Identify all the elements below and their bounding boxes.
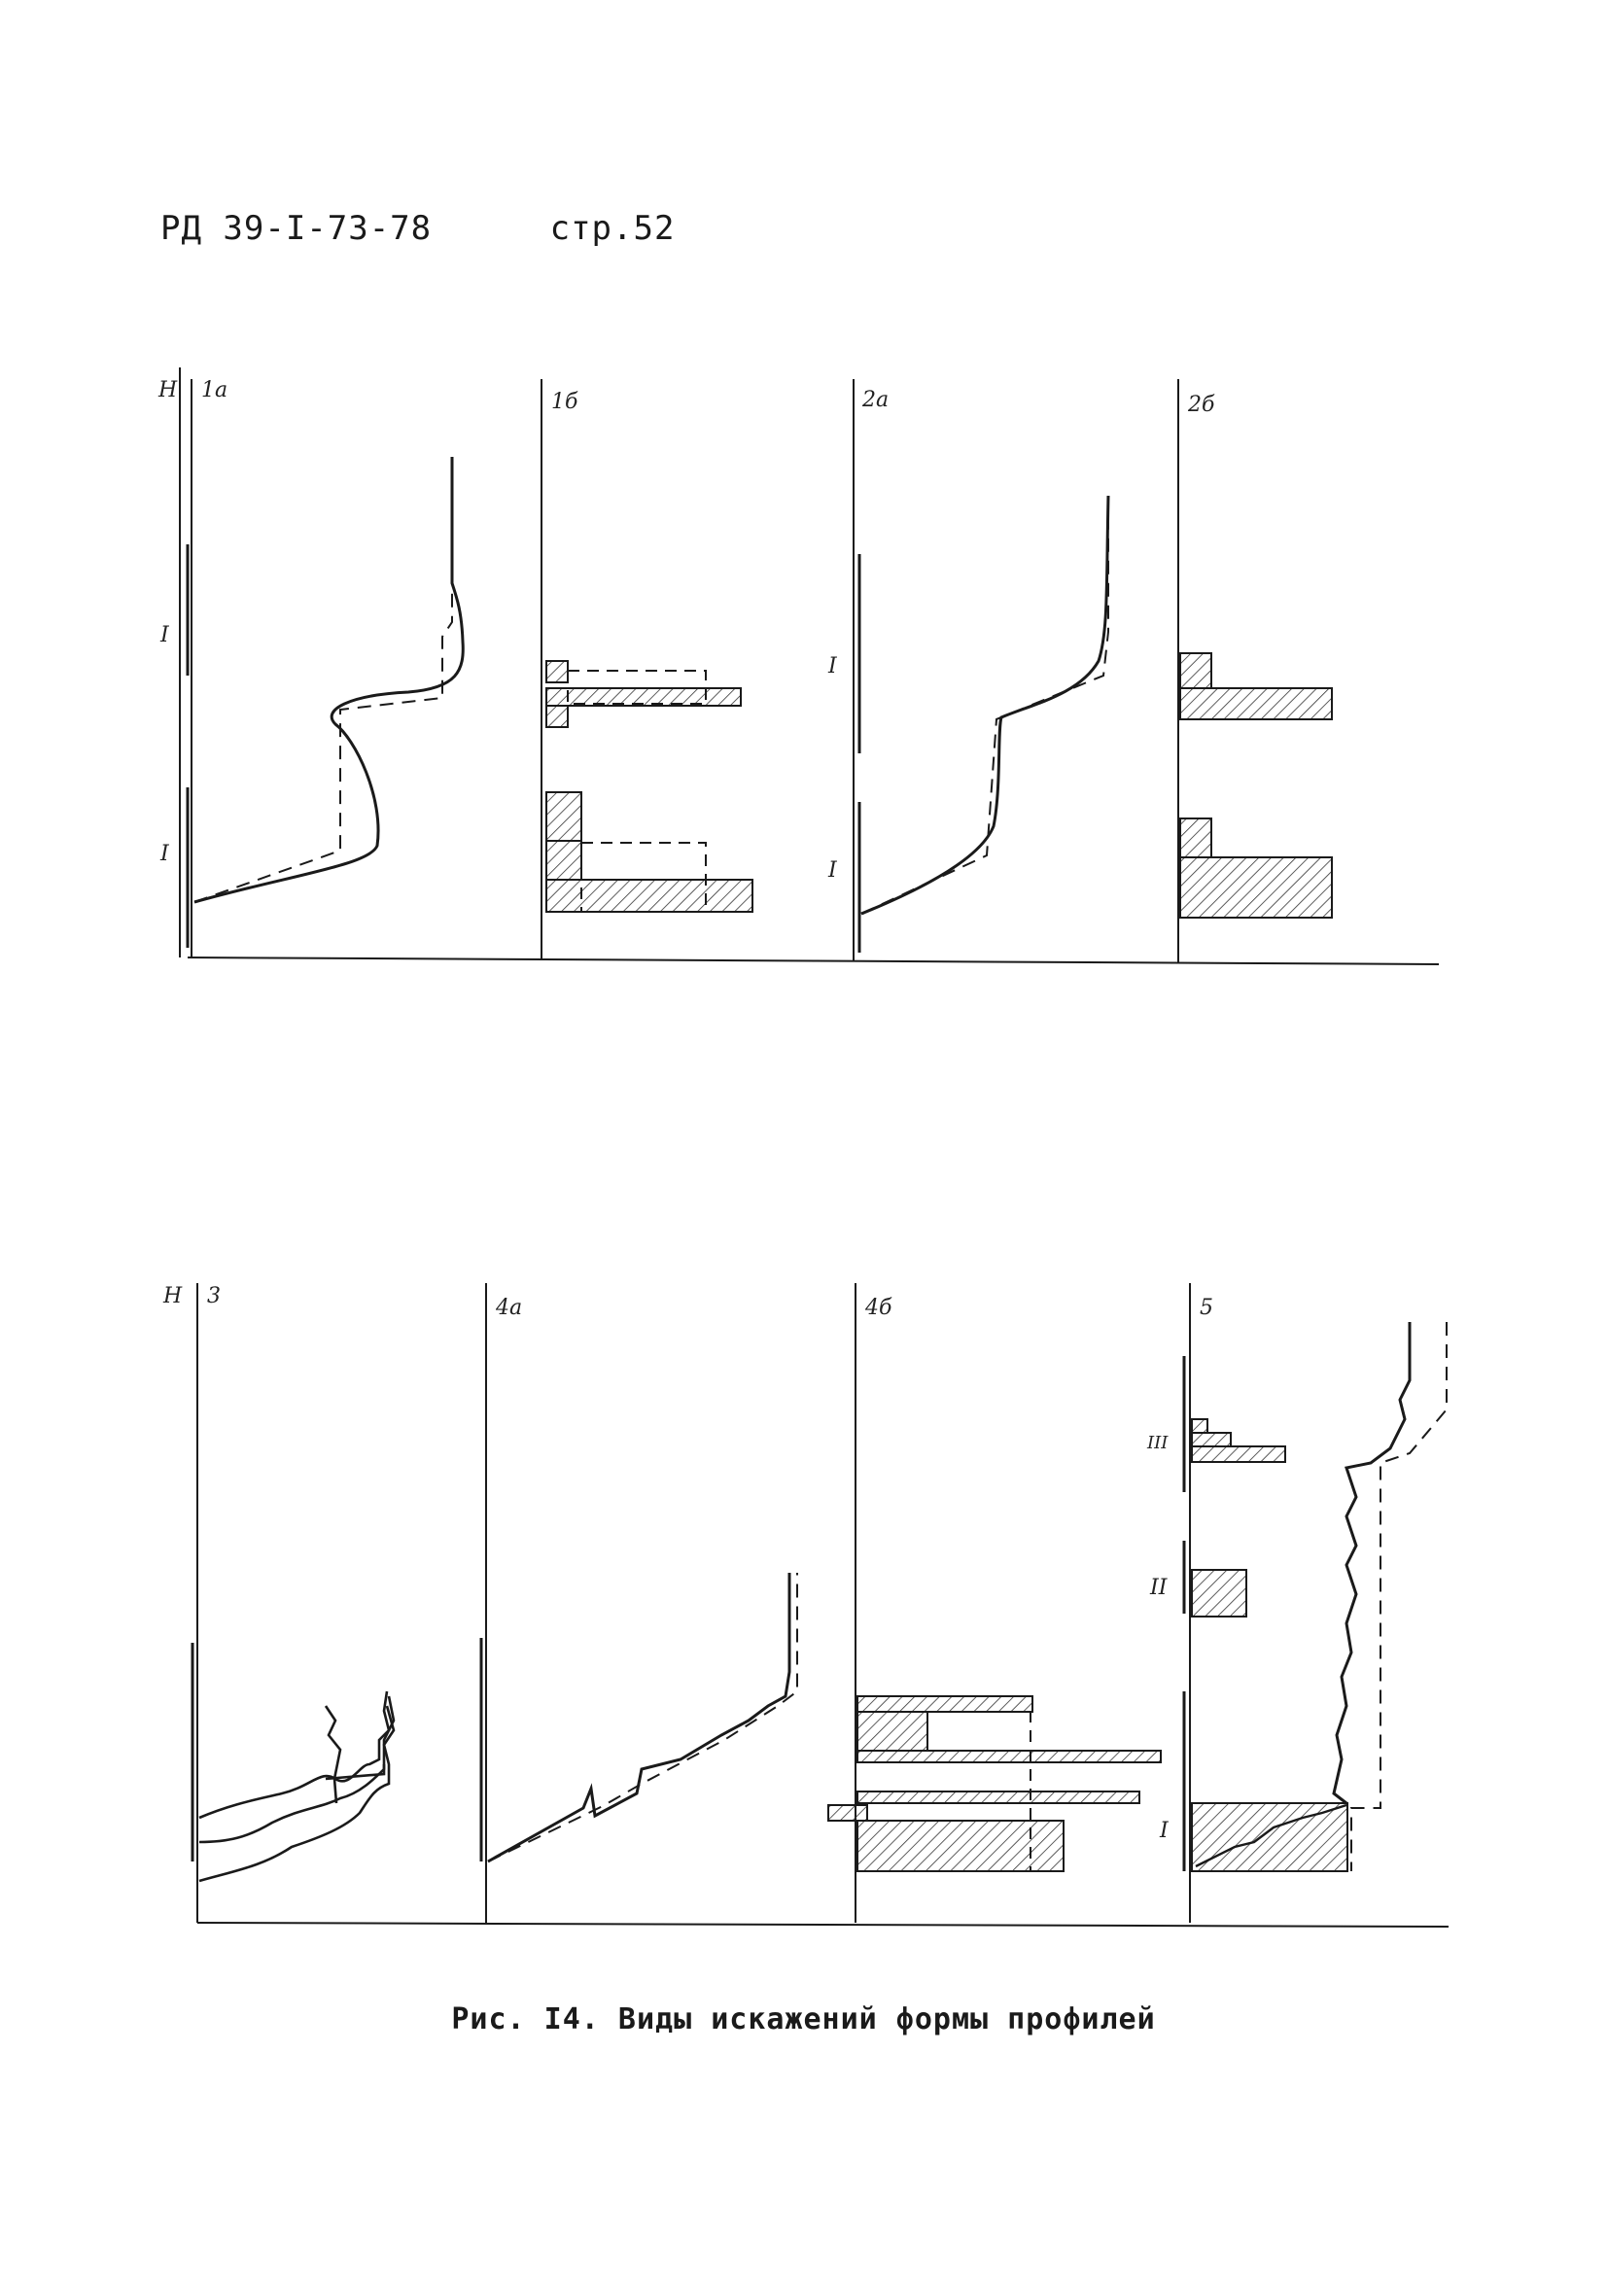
curves-4a [487,1573,798,1863]
page-number: стр.52 [549,209,676,248]
labels: H 1а 1б 2а 2б I I I I H 3 4а 4б 5 III II… [157,378,1215,1843]
curve-2a-distorted [860,496,1109,915]
curve-2a-true [860,495,1110,916]
panel-label-1a: 1а [201,378,227,402]
depth-label-bottom: H [162,1284,183,1308]
curve-1a-true [193,457,465,904]
panel-label-1b: 1б [551,390,578,414]
layer-mark-1a-lower: I [159,842,170,866]
panel-label-5: 5 [1200,1296,1213,1320]
document-number: РД 39-I-73-78 [160,209,433,248]
stratum-bars-bottom [191,1356,1186,1871]
panel-label-4b: 4б [864,1296,892,1320]
panel-label-4a: 4а [495,1296,522,1320]
layer-mark-5-top: III [1146,1433,1169,1453]
layer-mark-2a-lower: I [827,858,838,883]
top-baseline [187,957,1440,965]
layer-mark-5-bottom: I [1159,1819,1170,1843]
panel-label-2b: 2б [1187,393,1215,417]
panel-label-2a: 2а [861,388,889,412]
bottom-row [191,1283,1450,1928]
page-header: РД 39-I-73-78 стр.52 [160,209,675,248]
bars-2b [1179,652,1333,919]
layer-mark-2a-upper: I [827,654,838,678]
curve-1a-distorted [193,457,453,903]
bars-4b [827,1695,1162,1872]
panel-5-content [1191,1322,1448,1872]
layer-mark-5-middle: II [1149,1576,1169,1600]
top-row [179,367,1440,965]
bars-1b [545,660,753,913]
panel-label-3: 3 [207,1284,221,1308]
layer-mark-1a-upper: I [159,623,170,647]
bottom-baseline [196,1922,1450,1928]
depth-label-top: H [157,378,178,402]
curves-3 [198,1690,396,1883]
figure-caption: Рис. I4. Виды искажений формы профилей [451,2002,1156,2036]
